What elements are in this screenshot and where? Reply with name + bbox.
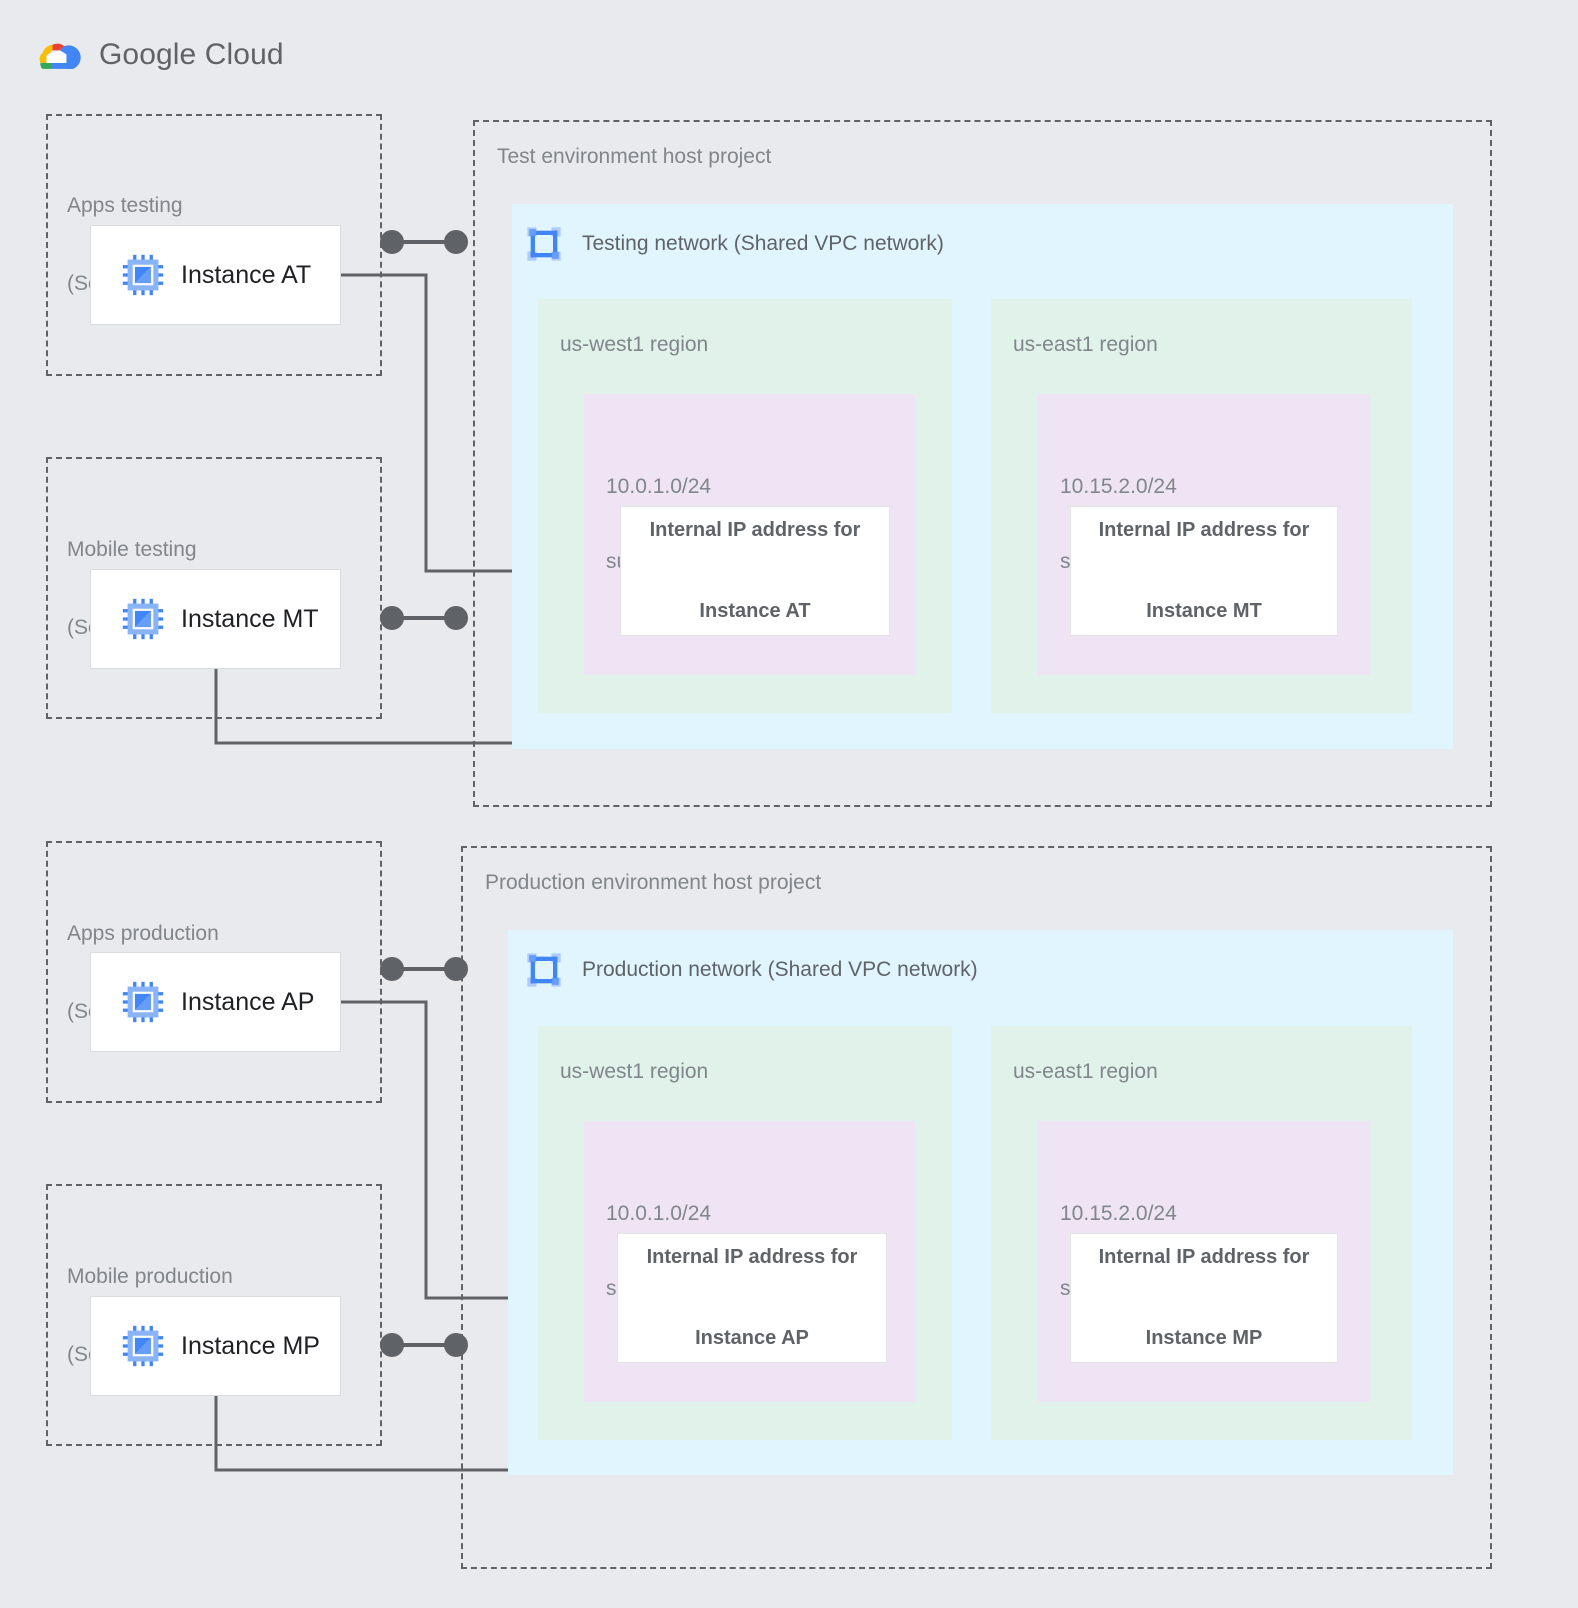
peer-dot-right-apps-testing [444, 230, 468, 254]
ip-line2: Instance MP [1145, 1327, 1263, 1349]
network-header-testing: Testing network (Shared VPC network) [524, 224, 944, 264]
ip-line2: Instance AT [699, 600, 811, 622]
label-line1: Mobile testing [67, 538, 197, 561]
network-title-testing: Testing network (Shared VPC network) [582, 232, 944, 255]
ip-line1: Internal IP address for [649, 519, 861, 541]
ip-box-instance-ap: Internal IP address for Instance AP [617, 1233, 887, 1363]
subnet-cidr: 10.0.1.0/24 [606, 475, 712, 498]
region-label-prod-us-west1: us-west1 region [560, 1060, 709, 1083]
ip-box-instance-at: Internal IP address for Instance AT [620, 506, 890, 636]
label-line1: Apps production [67, 922, 219, 945]
instance-card-mt[interactable]: Instance MT [90, 569, 341, 669]
ip-box-text-ap: Internal IP address for Instance AP [647, 1190, 858, 1406]
ip-line1: Internal IP address for [1098, 1246, 1310, 1268]
instance-card-ap[interactable]: Instance AP [90, 952, 341, 1052]
instance-label-at: Instance AT [181, 260, 312, 289]
instance-label-mt: Instance MT [181, 604, 319, 633]
brand-cloud: Cloud [196, 38, 284, 71]
cpu-icon [122, 254, 164, 296]
vpc-network-icon [527, 227, 561, 261]
brand-wordmark: Google Cloud [99, 38, 284, 72]
vpc-network-icon [527, 953, 561, 987]
ip-line2: Instance MT [1146, 600, 1262, 622]
ip-box-text-mp: Internal IP address for Instance MP [1099, 1190, 1310, 1406]
subnet-cidr: 10.0.1.0/24 [606, 1202, 712, 1225]
brand-google: Google [99, 38, 197, 71]
peer-dot-left-mobile-production [380, 1333, 404, 1357]
service-project-apps-testing [46, 114, 382, 376]
ip-box-text-at: Internal IP address for Instance AT [650, 463, 861, 679]
service-project-mobile-testing [46, 457, 382, 719]
host-project-test-environment-title: Test environment host project [497, 145, 772, 168]
ip-box-instance-mp: Internal IP address for Instance MP [1070, 1233, 1338, 1363]
host-project-production-environment-title: Production environment host project [485, 871, 822, 894]
label-line1: Mobile production [67, 1265, 233, 1288]
service-project-mobile-production [46, 1184, 382, 1446]
instance-label-ap: Instance AP [181, 987, 315, 1016]
cpu-icon [122, 598, 164, 640]
peer-dot-left-apps-production [380, 957, 404, 981]
service-project-apps-production [46, 841, 382, 1103]
google-cloud-logo-icon [39, 43, 81, 69]
host-project-test-environment [473, 120, 1492, 807]
peer-dot-left-apps-testing [380, 230, 404, 254]
network-header-production: Production network (Shared VPC network) [524, 950, 978, 990]
cpu-icon [122, 1325, 164, 1367]
network-title-production: Production network (Shared VPC network) [582, 958, 978, 981]
ip-line1: Internal IP address for [646, 1246, 858, 1268]
peer-dot-right-mobile-testing [444, 606, 468, 630]
ip-line2: Instance AP [695, 1327, 809, 1349]
ip-box-text-mt: Internal IP address for Instance MT [1099, 463, 1310, 679]
host-project-production-environment [461, 846, 1492, 1569]
cpu-icon [122, 981, 164, 1023]
ip-box-instance-mt: Internal IP address for Instance MT [1070, 506, 1338, 636]
subnet-cidr: 10.15.2.0/24 [1060, 475, 1177, 498]
instance-card-at[interactable]: Instance AT [90, 225, 341, 325]
instance-label-mp: Instance MP [181, 1331, 320, 1360]
region-label-test-us-west1: us-west1 region [560, 333, 709, 356]
google-cloud-brand: Google Cloud [33, 33, 284, 77]
ip-line1: Internal IP address for [1098, 519, 1310, 541]
peer-dot-left-mobile-testing [380, 606, 404, 630]
subnet-cidr: 10.15.2.0/24 [1060, 1202, 1177, 1225]
label-line1: Apps testing [67, 194, 183, 217]
region-label-prod-us-east1: us-east1 region [1013, 1060, 1158, 1083]
region-label-test-us-east1: us-east1 region [1013, 333, 1158, 356]
instance-card-mp[interactable]: Instance MP [90, 1296, 341, 1396]
